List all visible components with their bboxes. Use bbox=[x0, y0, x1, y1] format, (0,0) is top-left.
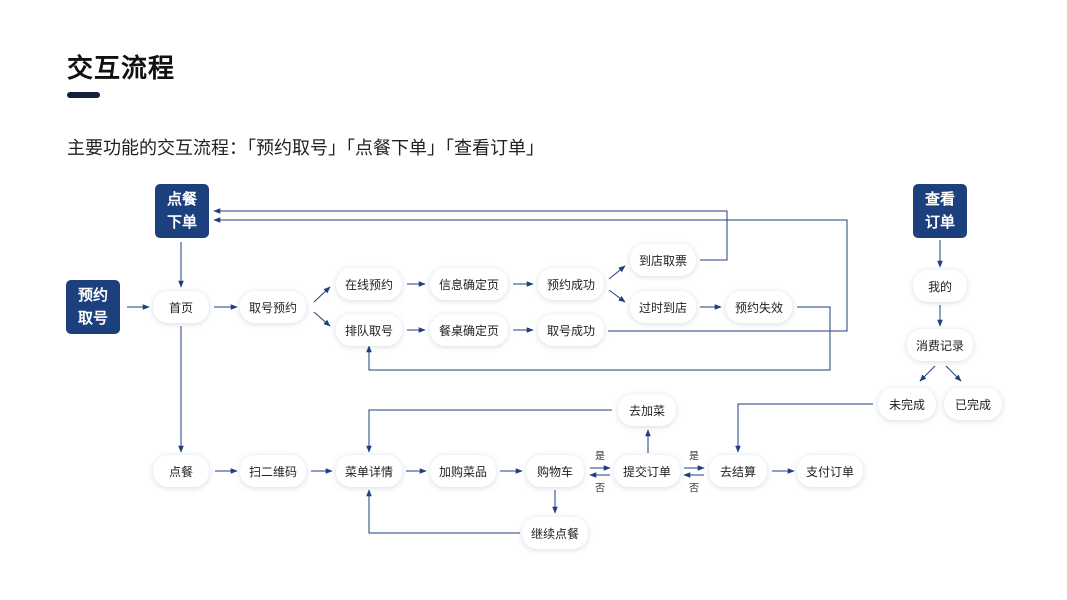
loop-pickup-to-order bbox=[213, 208, 728, 261]
label-yes-submit-checkout: 是 bbox=[689, 451, 699, 463]
entry-view-line-2: 订单 bbox=[924, 213, 955, 231]
node-consume-record[interactable]: 消费记录 bbox=[907, 329, 973, 361]
node-reserve-success[interactable]: 预约成功 bbox=[538, 268, 604, 300]
loop-continue-to-detail bbox=[366, 489, 520, 534]
node-queue-take-number[interactable]: 排队取号 bbox=[336, 314, 402, 346]
label-yes-cart-submit: 是 bbox=[595, 451, 605, 463]
node-cart[interactable]: 购物车 bbox=[526, 455, 584, 487]
page-subtitle: 主要功能的交互流程：「预约取号」「点餐下单」「查看订单」 bbox=[67, 138, 544, 159]
loop-take-success-to-order bbox=[213, 217, 848, 332]
node-continue-order[interactable]: 继续点餐 bbox=[522, 517, 588, 549]
arrow-success-to-pickup bbox=[608, 265, 626, 280]
node-add-more[interactable]: 去加菜 bbox=[618, 394, 676, 426]
node-home[interactable]: 首页 bbox=[153, 291, 209, 323]
node-add-dish[interactable]: 加购菜品 bbox=[430, 455, 496, 487]
entry-reserve[interactable]: 预约 取号 bbox=[66, 280, 120, 334]
node-take-success[interactable]: 取号成功 bbox=[538, 314, 604, 346]
arrow-record-to-incomplete bbox=[919, 365, 936, 382]
node-incomplete[interactable]: 未完成 bbox=[878, 388, 936, 420]
node-me[interactable]: 我的 bbox=[913, 270, 967, 302]
entry-order[interactable]: 点餐 下单 bbox=[155, 184, 209, 238]
node-pickup-ticket[interactable]: 到店取票 bbox=[630, 244, 696, 276]
node-checkout[interactable]: 去结算 bbox=[709, 455, 767, 487]
label-no-cart-submit: 否 bbox=[595, 483, 605, 495]
node-order-food[interactable]: 点餐 bbox=[153, 455, 209, 487]
loop-incomplete-to-checkout bbox=[735, 403, 873, 453]
loop-invalid-to-queue bbox=[366, 306, 831, 371]
entry-view-line-1: 查看 bbox=[924, 190, 955, 208]
entry-order-line-2: 下单 bbox=[166, 213, 197, 231]
loop-add-more-to-detail bbox=[366, 409, 612, 453]
entry-reserve-line-1: 预约 bbox=[77, 286, 108, 304]
node-scan-qr[interactable]: 扫二维码 bbox=[240, 455, 306, 487]
node-dish-detail[interactable]: 菜单详情 bbox=[336, 455, 402, 487]
node-take-number-reserve[interactable]: 取号预约 bbox=[240, 291, 306, 323]
title-underline bbox=[67, 92, 100, 98]
entry-view-order[interactable]: 查看 订单 bbox=[913, 184, 967, 238]
node-submit-order[interactable]: 提交订单 bbox=[614, 455, 680, 487]
entry-reserve-line-2: 取号 bbox=[77, 309, 108, 327]
node-pay-order[interactable]: 支付订单 bbox=[797, 455, 863, 487]
arrow-success-to-late bbox=[608, 289, 626, 303]
entry-order-line-1: 点餐 bbox=[166, 190, 197, 208]
node-late-arrival[interactable]: 过时到店 bbox=[630, 291, 696, 323]
node-reserve-invalid[interactable]: 预约失效 bbox=[726, 291, 792, 323]
arrow-record-to-completed bbox=[945, 365, 962, 382]
node-online-reserve[interactable]: 在线预约 bbox=[336, 268, 402, 300]
arrow-to-online-reserve bbox=[313, 286, 331, 303]
page-title: 交互流程 bbox=[67, 54, 176, 84]
label-no-submit-checkout: 否 bbox=[689, 483, 699, 495]
node-completed[interactable]: 已完成 bbox=[944, 388, 1002, 420]
arrow-to-queue bbox=[313, 311, 331, 327]
node-info-confirm[interactable]: 信息确定页 bbox=[430, 268, 508, 300]
node-table-confirm[interactable]: 餐桌确定页 bbox=[430, 314, 508, 346]
